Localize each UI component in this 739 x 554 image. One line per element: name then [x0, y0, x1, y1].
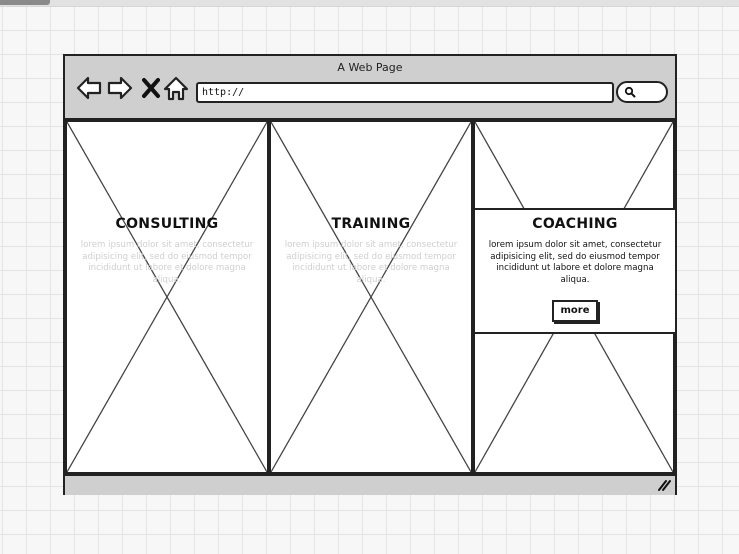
panel-title-coaching: COACHING [532, 216, 618, 232]
home-icon[interactable] [162, 74, 190, 102]
status-bar [65, 474, 675, 495]
back-arrow-icon[interactable] [75, 74, 103, 102]
panel-title-consulting: CONSULTING [115, 216, 219, 232]
panel-body-coaching: lorem ipsum dolor sit amet, consectetur … [488, 240, 662, 285]
page-content: CONSULTING lorem ipsum dolor sit amet, c… [65, 120, 677, 474]
more-button[interactable]: more [552, 300, 598, 322]
scrollbar-thumb[interactable] [0, 0, 50, 5]
close-x-icon[interactable] [137, 74, 165, 102]
search-icon [624, 86, 636, 98]
browser-window: A Web Page http:// [63, 54, 677, 495]
search-input[interactable] [616, 81, 668, 103]
training-panel: TRAINING lorem ipsum dolor sit amet, con… [269, 120, 473, 474]
consulting-panel: CONSULTING lorem ipsum dolor sit amet, c… [65, 120, 269, 474]
address-bar[interactable]: http:// [196, 82, 614, 103]
top-scrollbar[interactable] [0, 0, 739, 7]
image-placeholder-icon [67, 122, 267, 472]
window-title: A Web Page [337, 61, 403, 74]
panel-title-training: TRAINING [331, 216, 411, 232]
browser-chrome: A Web Page http:// [65, 56, 675, 120]
panel-body-consulting: lorem ipsum dolor sit amet, consectetur … [80, 240, 254, 285]
coaching-card: COACHING lorem ipsum dolor sit amet, con… [473, 208, 677, 334]
resize-grip-icon[interactable] [657, 479, 671, 491]
forward-arrow-icon[interactable] [106, 74, 134, 102]
image-placeholder-icon [271, 122, 471, 472]
panel-body-training: lorem ipsum dolor sit amet, consectetur … [284, 240, 458, 285]
